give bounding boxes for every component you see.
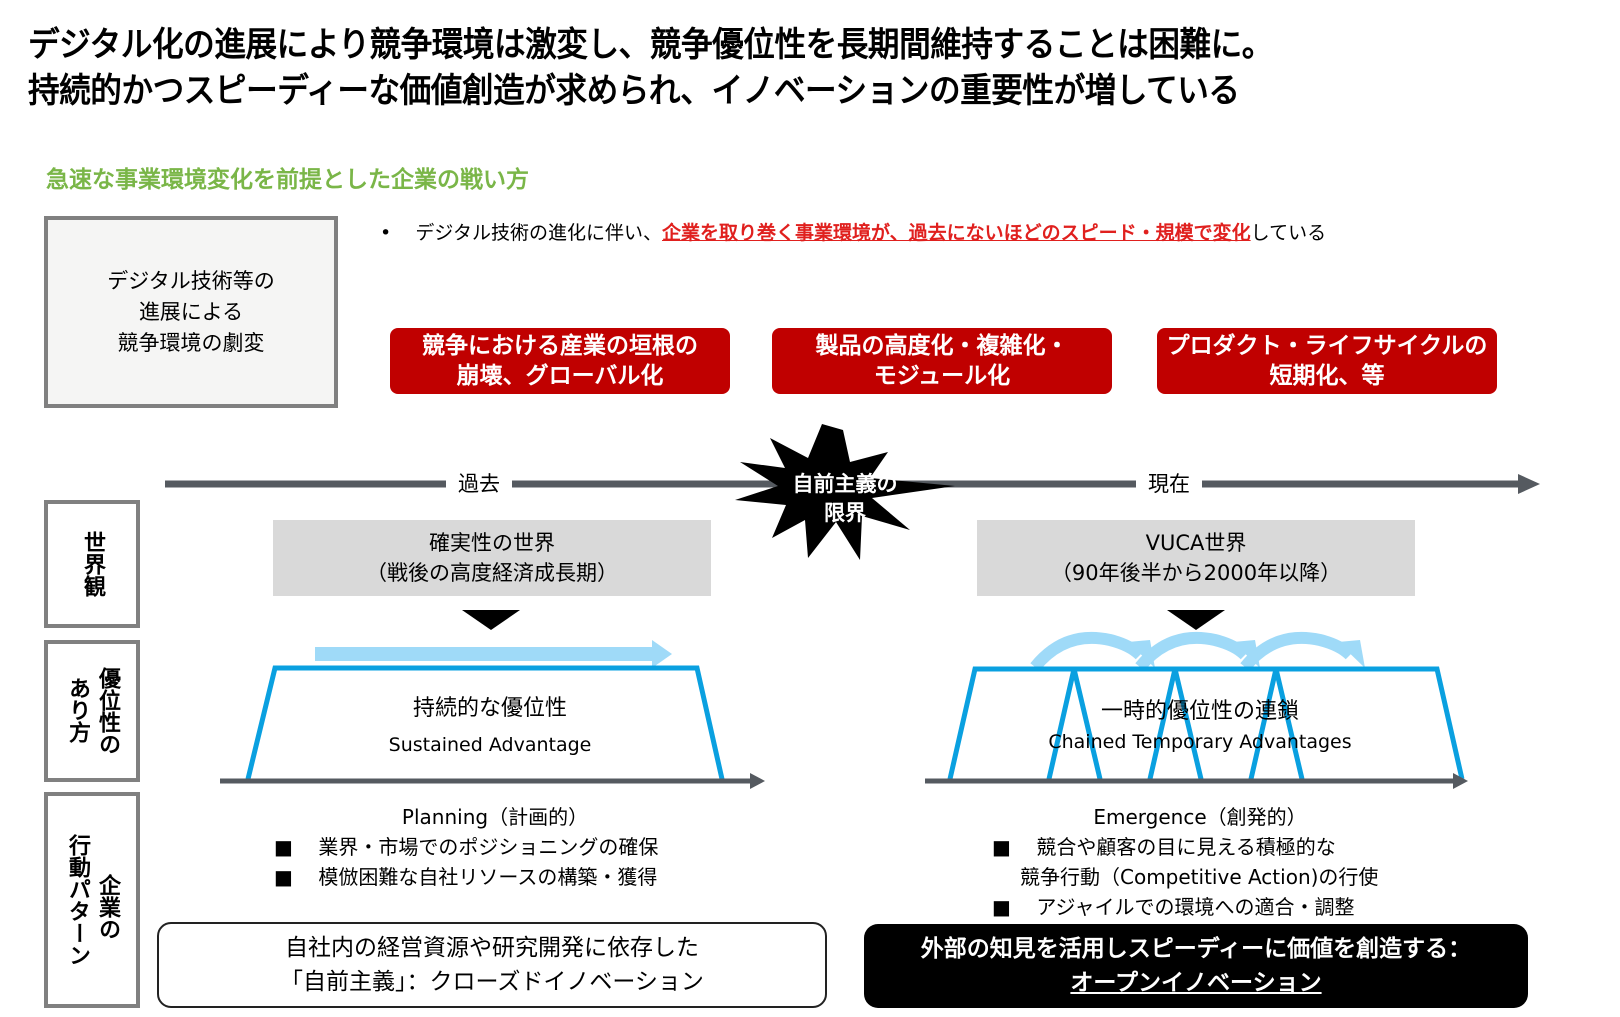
present-world-box: VUCA世界 （90年後半から2000年以降） (977, 520, 1415, 596)
worldview-label: 世界観 (80, 531, 105, 597)
env-line-2: 進展による (138, 299, 244, 324)
chain-peak-3 (1248, 668, 1305, 780)
chain-arrowhead-icon-3 (1338, 640, 1365, 668)
down-triangle-icon-past (462, 610, 520, 630)
title-line-2: 持続的かつスピーディーな価値創造が求められ、イノベーションの重要性が増している (28, 71, 1240, 111)
row-label-advantage: 優位性の あり方 (44, 640, 140, 782)
present-pattern-title: Emergence（創発的） (1093, 805, 1307, 829)
square-bullet-icon: ■ (274, 865, 293, 889)
section-subtitle: 急速な事業環境変化を前提とした企業の戦い方 (46, 167, 529, 193)
present-pattern-item-1-continued: 競争行動（Competitive Action)の行使 (1020, 865, 1379, 889)
present-axis-arrowhead-icon (1453, 773, 1468, 789)
present-pattern-item-1: 競合や顧客の目に見える積極的な (1036, 835, 1336, 859)
past-pattern-item-1: 業界・市場でのポジショニングの確保 (318, 835, 659, 859)
sustained-arrow-shaft (315, 647, 655, 661)
sustained-advantage-trapezoid (245, 665, 725, 780)
env-line-1: デジタル技術等の (107, 268, 275, 293)
past-advantage-text: 持続的な優位性 Sustained Advantage (290, 692, 690, 764)
past-pattern-title: Planning（計画的） (401, 805, 589, 829)
open-line-1: 外部の知見を活用しスピーディーに価値を創造する： (920, 936, 1472, 962)
advantage-label-col2: あり方 (65, 677, 90, 743)
past-axis-arrowhead-icon (750, 773, 765, 789)
timeline-past-label: 過去 (446, 468, 512, 498)
digital-change-bullet: • デジタル技術の進化に伴い、企業を取り巻く事業環境が、過去にないほどのスピード… (380, 218, 1326, 245)
change-factor-box-2: 製品の高度化・複雑化・ モジュール化 (772, 328, 1112, 394)
chain-peak-2 (1147, 668, 1204, 780)
factor-2-line-1: 製品の高度化・複雑化・ (815, 333, 1069, 359)
burst-line-1: 自前主義の (792, 472, 898, 496)
sustained-arrow-head-icon (652, 640, 672, 668)
factor-3-line-1: プロダクト・ライフサイクルの (1166, 333, 1488, 359)
present-advantage-jp: 一時的優位性の連鎖 (1100, 699, 1299, 724)
past-advantage-jp: 持続的な優位性 (412, 696, 567, 721)
factor-3-line-2: 短期化、等 (1269, 363, 1385, 389)
closed-line-1: 自社内の経営資源や研究開発に依存した (285, 935, 699, 961)
chain-top-line (947, 666, 1465, 780)
bullet-highlight: 企業を取り巻く事業環境が、過去にないほどのスピード・規模で変化 (662, 222, 1251, 244)
present-pattern-item-2: アジャイルでの環境への適合・調整 (1036, 895, 1355, 919)
behavior-label-col2: 行動パターン (65, 834, 90, 966)
temporary-advantage-trapezoids (947, 666, 1465, 780)
present-pattern-item: ■ アジャイルでの環境への適合・調整 (880, 892, 1520, 922)
env-line-3: 競争環境の劇変 (117, 330, 265, 355)
past-pattern-item: ■ 模倣困難な自社リソースの構築・獲得 (200, 862, 790, 892)
present-pattern: Emergence（創発的） ■ 競合や顧客の目に見える積極的な 競争行動（Co… (880, 802, 1520, 922)
burst-line-2: 限界 (824, 501, 866, 525)
down-triangle-icon-present (1167, 610, 1225, 630)
open-line-2: オープンイノベーション (1070, 970, 1322, 996)
chained-arrows (1030, 631, 1355, 671)
page-title: デジタル化の進展により競争環境は激変し、競争優位性を長期間維持することは困難に。… (28, 22, 1273, 114)
present-advantage-en: Chained Temporary Advantages (1048, 731, 1352, 753)
factor-1-line-1: 競争における産業の垣根の (422, 333, 698, 359)
environment-change-box: デジタル技術等の 進展による 競争環境の劇変 (44, 216, 338, 408)
timeline-present-label: 現在 (1136, 468, 1202, 498)
closed-innovation-box: 自社内の経営資源や研究開発に依存した 「自前主義」：クローズドイノベーション (157, 922, 827, 1008)
burst-label: 自前主義の 限界 (770, 470, 920, 528)
change-factor-box-1: 競争における産業の垣根の 崩壊、グローバル化 (390, 328, 730, 394)
square-bullet-icon: ■ (992, 835, 1011, 859)
title-line-1: デジタル化の進展により競争環境は激変し、競争優位性を長期間維持することは困難に。 (28, 25, 1273, 65)
past-world-title: 確実性の世界 (429, 531, 555, 555)
past-pattern-item: ■ 業界・市場でのポジショニングの確保 (200, 832, 790, 862)
chain-arrow-3 (1240, 631, 1355, 671)
closed-line-2: 「自前主義」：クローズドイノベーション (280, 969, 704, 995)
chain-arrowhead-icon-1 (1128, 640, 1155, 668)
factor-1-line-2: 崩壊、グローバル化 (456, 363, 664, 389)
bullet-suffix: している (1250, 222, 1327, 244)
square-bullet-icon: ■ (992, 895, 1011, 919)
present-advantage-text: 一時的優位性の連鎖 Chained Temporary Advantages (990, 697, 1410, 757)
chain-arrow-1 (1030, 631, 1145, 671)
present-pattern-item: ■ 競合や顧客の目に見える積極的な (880, 832, 1520, 862)
chain-peak-1 (1046, 668, 1103, 780)
factor-2-line-2: モジュール化 (873, 363, 1011, 389)
open-innovation-box: 外部の知見を活用しスピーディーに価値を創造する： オープンイノベーション (864, 924, 1528, 1008)
bullet-prefix: デジタル技術の進化に伴い、 (415, 222, 663, 244)
past-advantage-en: Sustained Advantage (388, 734, 592, 756)
square-bullet-icon: ■ (274, 835, 293, 859)
row-label-behavior: 企業の 行動パターン (44, 792, 140, 1008)
timeline-arrowhead-icon (1518, 474, 1540, 494)
chain-arrowhead-icon-2 (1233, 640, 1260, 668)
burst-explosion-icon (735, 424, 955, 560)
past-world-box: 確実性の世界 （戦後の高度経済成長期） (273, 520, 711, 596)
present-world-sub: （90年後半から2000年以降） (1050, 561, 1342, 585)
advantage-label-col1: 優位性の (95, 667, 120, 755)
bullet-marker: • (380, 222, 392, 244)
past-pattern: Planning（計画的） ■ 業界・市場でのポジショニングの確保 ■ 模倣困難… (200, 802, 790, 892)
behavior-label-col1: 企業の (95, 874, 120, 940)
chain-arrow-2 (1135, 631, 1250, 671)
row-label-worldview: 世界観 (44, 500, 140, 628)
past-world-sub: （戦後の高度経済成長期） (366, 561, 618, 585)
past-pattern-item-2: 模倣困難な自社リソースの構築・獲得 (318, 865, 658, 889)
change-factor-box-3: プロダクト・ライフサイクルの 短期化、等 (1157, 328, 1497, 394)
present-world-title: VUCA世界 (1145, 531, 1247, 555)
